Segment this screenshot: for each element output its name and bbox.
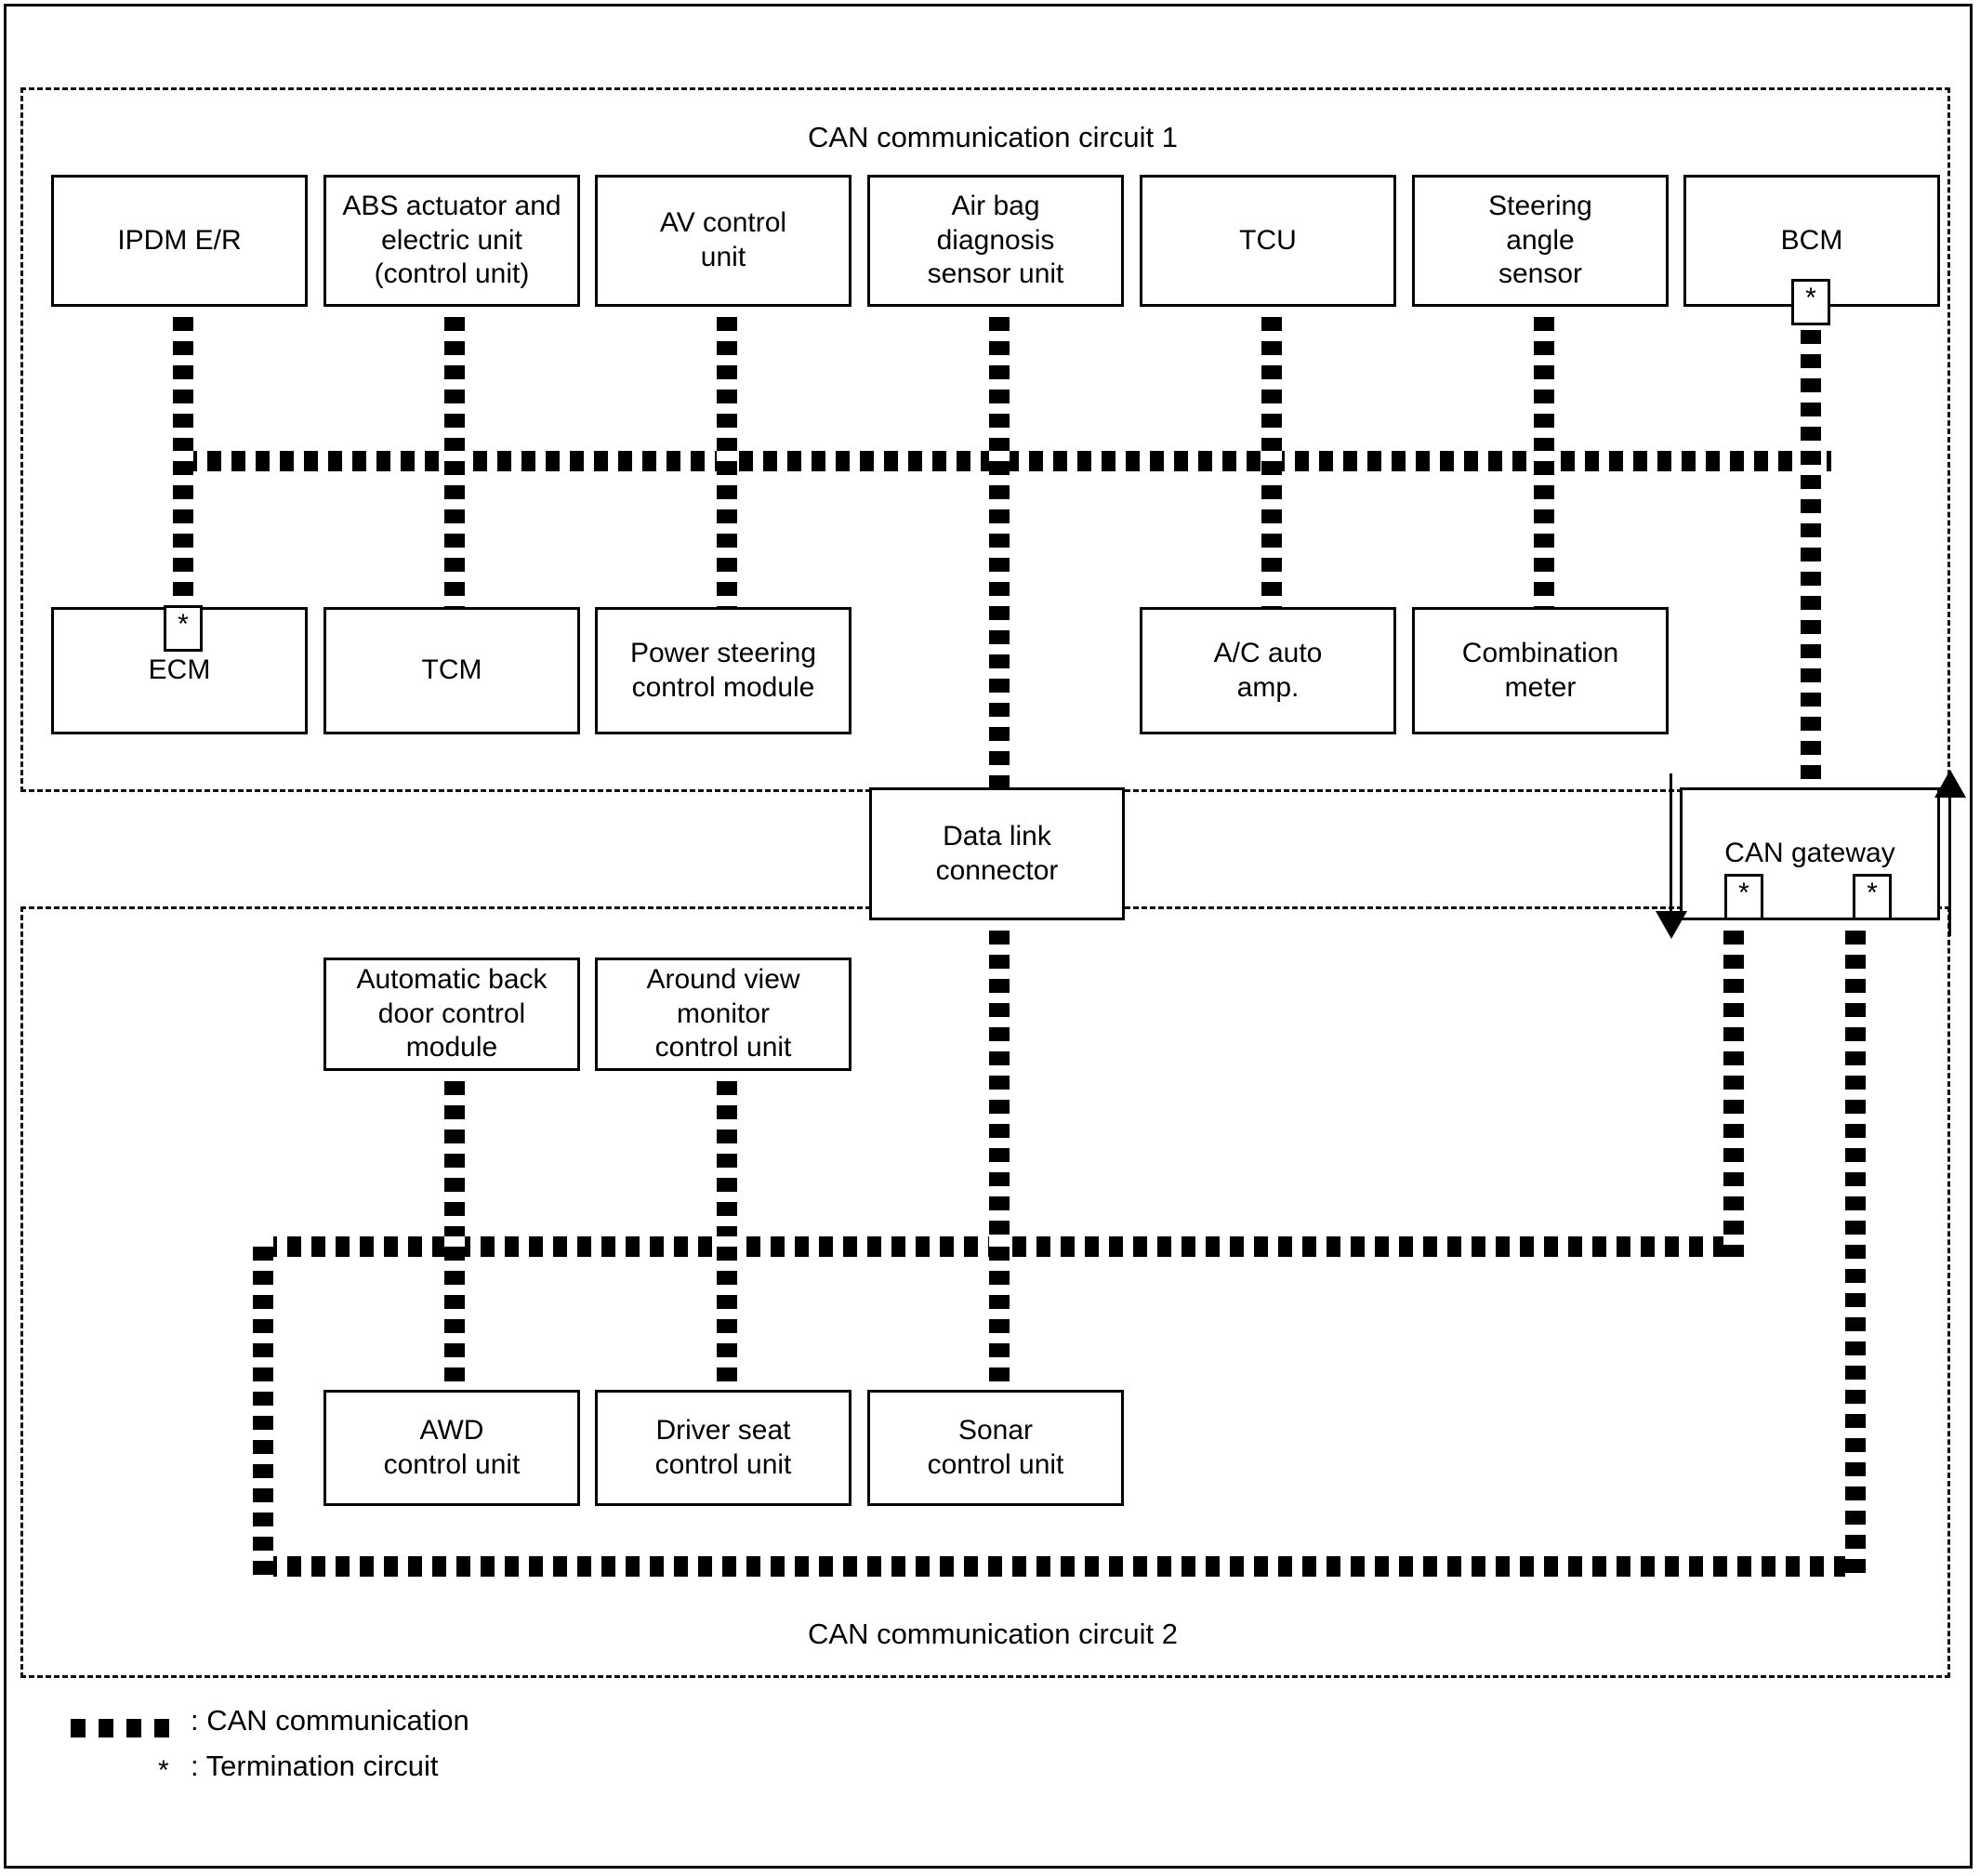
can-bus-drop-around-view-monitor [717, 1071, 737, 1248]
can-bus-drop-ac-amp [1261, 451, 1282, 607]
circuit1-title: CAN communication circuit 1 [808, 121, 1178, 153]
gateway-arrow-up-line [1948, 795, 1951, 936]
termination-marker-bcm: * [1791, 279, 1830, 325]
can-bus-drop-auto-back-door [444, 1071, 465, 1248]
outer-frame [4, 4, 1973, 1869]
node-label: CAN gateway [1724, 838, 1895, 869]
legend-termination-circuit-label: : Termination circuit [191, 1750, 439, 1782]
can-bus-drop-abs [444, 307, 465, 453]
gateway-arrow-up-head [1934, 770, 1966, 798]
legend-termination-star: * [158, 1755, 169, 1786]
gateway-arrow-down-line [1670, 773, 1672, 915]
can-bus-drop-bcm [1801, 296, 1821, 788]
can-bus-circuit2-left-riser [253, 1236, 273, 1577]
node-can-gateway[interactable]: CAN gateway [1680, 787, 1940, 920]
can-bus-drop-ecm [173, 451, 193, 607]
node-ipdm-er[interactable]: IPDM E/R [51, 175, 308, 307]
can-bus-gateway-left-drop [1723, 920, 1744, 1257]
termination-star: * [1805, 283, 1816, 313]
node-label: TCU [1239, 224, 1297, 256]
termination-marker-gateway-right: * [1853, 874, 1892, 920]
can-bus-circuit2-return [253, 1556, 1866, 1577]
node-label: IPDM E/R [117, 224, 242, 256]
can-bus-drop-sonar [989, 1236, 1010, 1390]
node-label: BCM [1780, 224, 1843, 256]
termination-marker-gateway-left: * [1724, 874, 1763, 920]
node-label: TCM [421, 654, 482, 686]
can-bus-dlc-to-circuit2 [989, 920, 1010, 1246]
can-bus-drop-driver-seat [717, 1236, 737, 1390]
can-bus-drop-data-link-connector [989, 451, 1010, 787]
gateway-arrow-down-head [1656, 911, 1687, 939]
can-bus-drop-tcu [1261, 307, 1282, 453]
can-bus-gateway-right-drop [1845, 920, 1866, 1577]
node-tcu[interactable]: TCU [1140, 175, 1396, 307]
node-label: ECM [148, 654, 211, 686]
can-bus-drop-tcm [444, 451, 465, 607]
can-bus-drop-combination-meter [1534, 451, 1554, 607]
legend-can-communication-swatch [58, 1719, 171, 1737]
node-tcm[interactable]: TCM [323, 607, 580, 734]
can-bus-drop-power-steering [717, 451, 737, 607]
circuit2-title: CAN communication circuit 2 [808, 1618, 1178, 1650]
legend-can-communication-label: : CAN communication [191, 1704, 469, 1737]
termination-marker-ecm: * [164, 605, 203, 652]
can-bus-drop-ipdm [173, 307, 193, 453]
can-bus-drop-awd [444, 1236, 465, 1390]
termination-star: * [1867, 878, 1878, 908]
can-bus-drop-steering [1534, 307, 1554, 453]
termination-star: * [1738, 878, 1749, 908]
can-bus-drop-airbag [989, 307, 1010, 453]
can-bus-drop-av [717, 307, 737, 453]
termination-star: * [178, 609, 189, 640]
